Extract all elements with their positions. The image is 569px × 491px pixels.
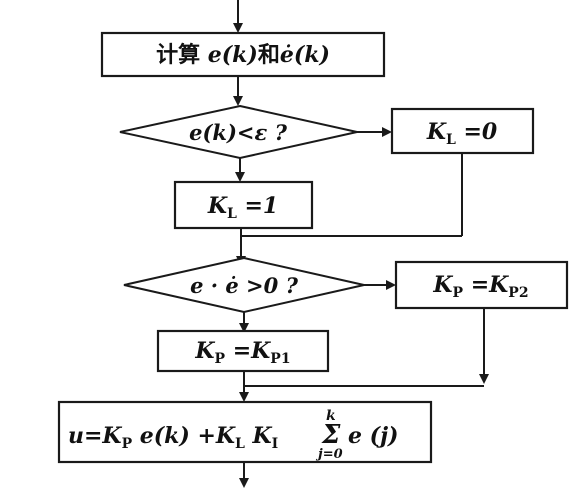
control-law-box: u=KP e(k) +KL KI Σ k j=0 e (j) <box>57 400 433 464</box>
kp-p1-box: KP =KP1 <box>156 329 330 373</box>
kl-one-label: KL =1 <box>207 193 278 222</box>
control-law-label: u=KP e(k) +KL KI <box>68 423 278 452</box>
control-law-sum-upper: k <box>326 408 336 424</box>
kl-one-box: KL =1 <box>173 180 314 230</box>
merge-2-arrowhead <box>239 392 249 402</box>
control-law-sum-term: e (j) <box>348 423 398 449</box>
compute-step-box: 计算 e(k)和ė(k) <box>100 31 386 78</box>
decision-error-threshold: e(k)<ε ? <box>119 104 358 160</box>
decision-error-right-arrowhead <box>382 127 392 137</box>
kp-p2-box: KP =KP2 <box>394 260 569 310</box>
compute-step-label: 计算 e(k)和ė(k) <box>156 42 330 68</box>
exit-arrowhead <box>239 478 249 488</box>
entry-arrowhead <box>233 23 243 33</box>
decision-error-label: e(k)<ε ? <box>189 120 287 145</box>
kl-zero-box: KL =0 <box>390 107 535 155</box>
decision-sign: e · ė >0 ? <box>123 256 365 314</box>
kl-zero-label: KL =0 <box>426 119 498 148</box>
compute-to-decision-arrowhead <box>233 96 243 106</box>
control-law-sum-lower: j=0 <box>315 447 343 462</box>
decision-sign-right-arrowhead <box>386 280 396 290</box>
decision-sign-label: e · ė >0 ? <box>190 273 298 298</box>
decision-error-down-arrowhead <box>235 172 245 182</box>
decision-sign-down-arrowhead <box>239 323 249 333</box>
control-law-sum-symbol: Σ <box>321 420 341 450</box>
kp-p2-down-arrowhead <box>479 374 489 384</box>
